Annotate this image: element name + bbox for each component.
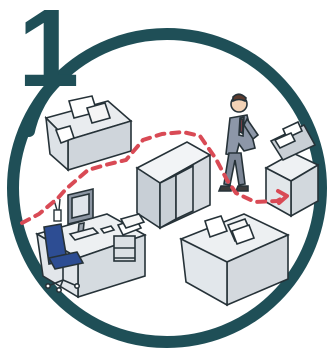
step-number: 1	[18, 0, 77, 104]
